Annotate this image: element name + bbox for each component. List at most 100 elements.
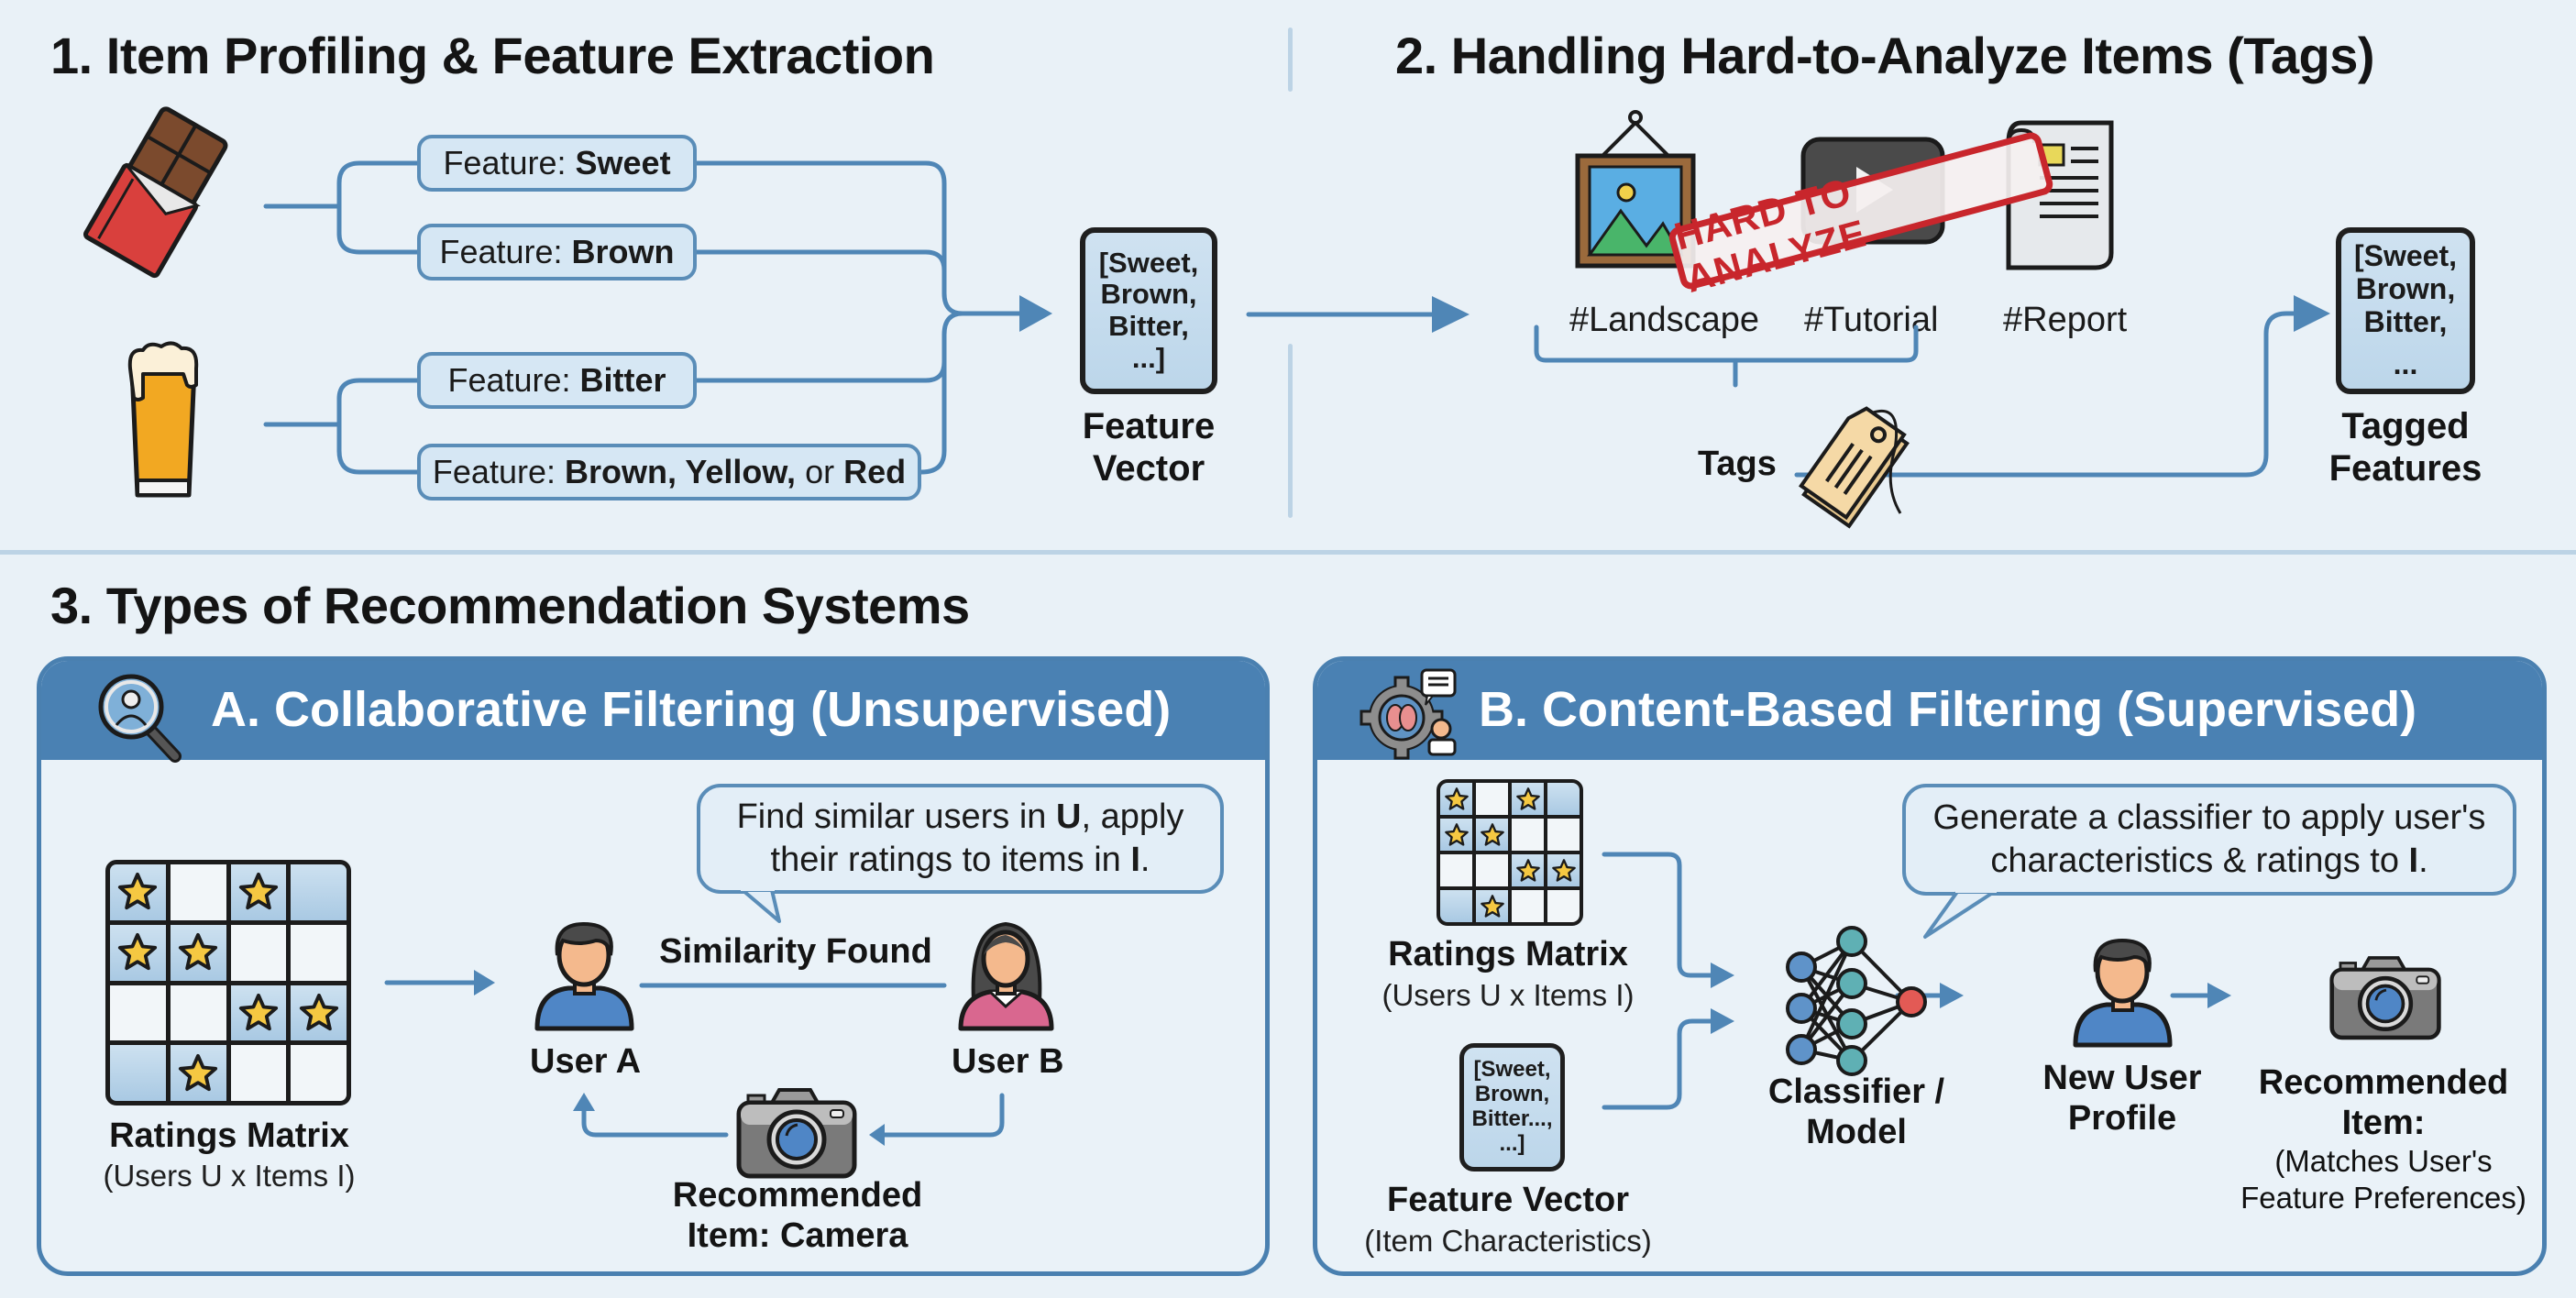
panel-a-header — [41, 661, 1265, 760]
chocolate-bar-icon — [83, 106, 228, 279]
classifier-model-label: Classifier / Model — [1737, 1072, 1976, 1152]
matrix-cell — [1547, 819, 1580, 851]
framed-landscape-picture-icon — [1575, 110, 1696, 269]
matrix-cell — [170, 1045, 226, 1101]
panel-b-header — [1317, 661, 2542, 760]
section-2-connectors — [1534, 295, 2330, 478]
user-b-label: User B — [952, 1042, 1064, 1081]
label-line: Item: Camera — [687, 1216, 908, 1255]
vector-line: Bitter, — [2363, 305, 2448, 338]
matrix-cell — [110, 1045, 166, 1101]
connector-to-brown — [336, 231, 420, 255]
user-a-avatar-icon — [534, 921, 634, 1031]
tags-bracket — [1534, 324, 1919, 363]
label-line: (Matches User's — [2274, 1144, 2493, 1179]
feature-prefix: Feature: — [439, 233, 563, 270]
section-2-title: 2. Handling Hard-to-Analyze Items (Tags) — [1395, 27, 2374, 84]
section-3-title: 3. Types of Recommendation Systems — [50, 577, 970, 634]
arrow-camera-to-user-a — [581, 1106, 729, 1138]
matrix-cell — [110, 984, 166, 1041]
price-tag-icon — [1798, 406, 1910, 529]
matrix-cell — [110, 864, 166, 920]
feature-value: Brown — [571, 233, 675, 270]
camera-icon — [736, 1088, 857, 1179]
section-1-connectors — [263, 160, 1470, 475]
star-icon — [118, 933, 158, 971]
vector-line: [Sweet, — [1098, 246, 1199, 279]
panel-b-speech-bubble: Generate a classifier to apply user's ch… — [1902, 784, 2516, 896]
matrix-cell — [1440, 890, 1472, 922]
matrix-cell — [1547, 890, 1580, 922]
feature-value: Brown, Yellow, — [565, 453, 797, 490]
feature-vector-label: Feature Vector — [1057, 405, 1240, 490]
arrow-head-feature-vector — [1019, 295, 1052, 332]
matrix-cell — [230, 924, 287, 981]
star-icon — [1515, 786, 1540, 810]
horizontal-divider — [0, 550, 2576, 555]
connector-from-brown-yellow-red — [919, 311, 965, 475]
nn-input-node — [1786, 1034, 1817, 1065]
new-user-profile-avatar-icon — [2073, 938, 2173, 1048]
beer-glass-icon — [127, 341, 199, 498]
nn-output-node — [1896, 986, 1927, 1018]
nn-input-node — [1786, 993, 1817, 1024]
label-line: Vector — [1092, 448, 1205, 489]
arrow-head — [1711, 1008, 1734, 1034]
panel-a-connectors — [384, 886, 1005, 1146]
new-user-profile-label: New User Profile — [2017, 1059, 2228, 1138]
vector-line: [Sweet, — [1473, 1057, 1551, 1083]
panel-b-title: B. Content-Based Filtering (Supervised) — [1479, 682, 2417, 737]
nn-connection — [1800, 940, 1854, 1050]
star-icon — [1444, 786, 1469, 810]
neural-network-classifier-icon — [1786, 926, 1927, 1076]
arrow-head-tagged-features — [2294, 295, 2330, 332]
vector-line: Brown, — [2355, 272, 2456, 306]
connector-to-sweet — [336, 160, 420, 186]
matrix-cell — [230, 1045, 287, 1101]
bubble-line: characteristics & ratings to I. — [1990, 842, 2428, 880]
matrix-cell — [1547, 854, 1580, 886]
star-icon — [299, 993, 338, 1031]
ratings-matrix-b-sublabel: (Users U x Items I) — [1382, 978, 1635, 1012]
label-line: Profile — [2067, 1098, 2177, 1138]
panel-b-feature-vector-sublabel: (Item Characteristics) — [1364, 1224, 1652, 1258]
star-icon — [179, 1053, 218, 1091]
vector-line: Bitter, — [1108, 310, 1189, 342]
panel-b-feature-vector-box: [Sweet, Brown, Bitter..., ...] — [1459, 1043, 1565, 1172]
recommended-camera-icon — [2329, 956, 2441, 1040]
matrix-cell — [1476, 783, 1508, 815]
speech-bubble-tail — [741, 888, 781, 923]
recommended-item-label: Recommended Item: (Matches User's Featur… — [2228, 1063, 2539, 1216]
matrix-cell — [1440, 783, 1472, 815]
tagged-features-label: Tagged Features — [2314, 405, 2497, 490]
label-line: Recommended — [672, 1176, 923, 1215]
feature-prefix: Feature: — [443, 144, 567, 182]
matrix-cell — [1476, 854, 1508, 886]
vector-line: ... — [2393, 346, 2418, 380]
star-icon — [1515, 858, 1540, 882]
tags-to-features-line — [1794, 311, 2302, 478]
arrow-vector-to-classifier — [1602, 1018, 1717, 1110]
matrix-cell — [291, 984, 347, 1041]
matrix-cell — [1440, 819, 1472, 851]
tag-report: #Report — [2003, 301, 2128, 339]
matrix-cell — [1512, 890, 1544, 922]
vector-line: ...] — [1131, 341, 1166, 374]
feature-pill-bitter: Feature:Bitter — [417, 352, 697, 409]
star-icon — [1480, 822, 1504, 846]
ai-brain-gear-expert-icon — [1360, 668, 1457, 760]
vertical-divider-bottom — [1288, 344, 1293, 518]
arrow-head — [869, 1124, 885, 1146]
bubble-line: Find similar users in U, apply — [736, 797, 1184, 836]
star-icon — [1444, 822, 1469, 846]
arrow-head — [474, 970, 495, 996]
panel-content-based-filtering: B. Content-Based Filtering (Supervised) — [1313, 656, 2547, 1276]
star-icon — [118, 873, 158, 910]
feature-prefix: Feature: — [432, 453, 556, 490]
nn-hidden-node — [1836, 968, 1867, 999]
matrix-cell — [1512, 819, 1544, 851]
label-line: Item: — [2341, 1103, 2426, 1142]
nn-hidden-node — [1836, 1008, 1867, 1040]
feature-value: Bitter — [579, 361, 666, 399]
bubble-line: Generate a classifier to apply user's — [1932, 798, 2486, 837]
